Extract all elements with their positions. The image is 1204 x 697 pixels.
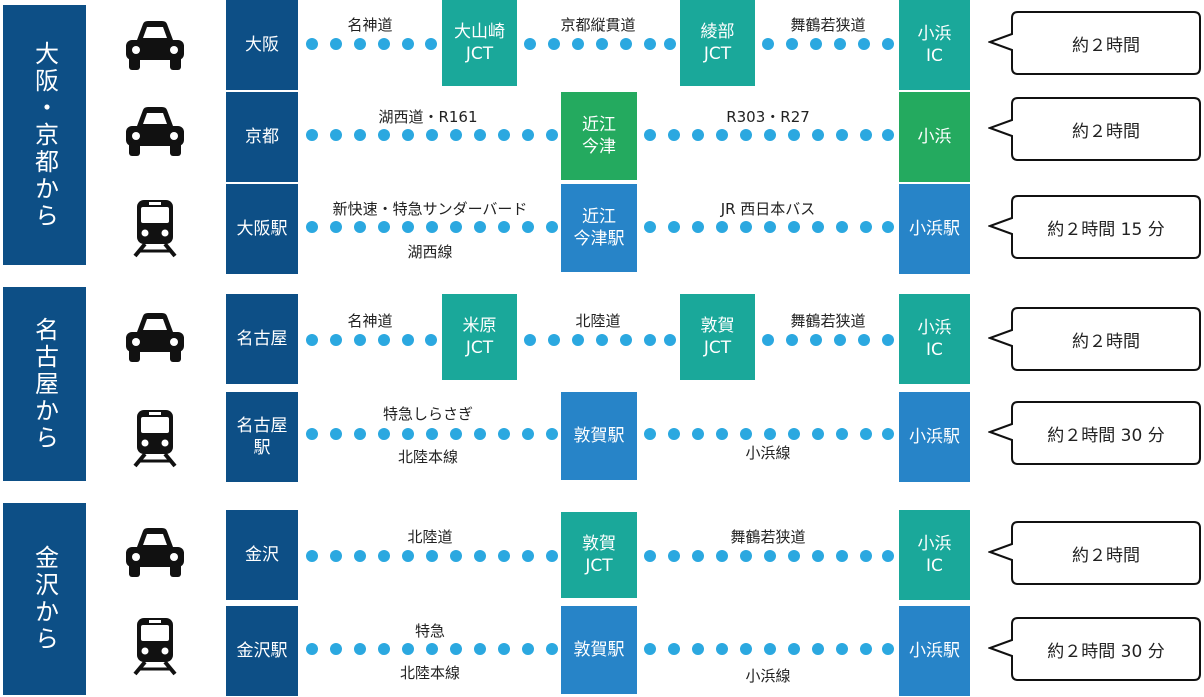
car-icon (126, 313, 184, 362)
junction-tsuruga: 敦賀 JCT (561, 512, 637, 598)
station-tsuruga: 敦賀駅 (561, 606, 637, 694)
travel-time: 約２時間 (1072, 331, 1140, 352)
travel-time: 約２時間 15 分 (1047, 219, 1165, 240)
travel-time: 約２時間 30 分 (1047, 641, 1165, 662)
station-tsuruga: 敦賀駅 (561, 392, 637, 480)
time-bubble: 約２時間 (988, 306, 1202, 372)
segment-label: 名神道 (347, 312, 393, 330)
route-dots (306, 221, 894, 233)
segment-label: JR 西日本バス (720, 200, 816, 218)
train-icon (133, 616, 177, 676)
junction-tsuruga: 敦賀 JCT (680, 294, 755, 380)
time-bubble: 約２時間 (988, 520, 1202, 586)
origin-nagoya-station: 名古屋 駅 (226, 392, 298, 482)
segment-label: 舞鶴若狭道 (790, 16, 866, 34)
segment-label: 北陸本線 (399, 664, 461, 682)
junction-omi-imazu: 近江 今津 (561, 92, 637, 180)
junction-maibara: 米原 JCT (442, 294, 517, 380)
segment-label: 舞鶴若狭道 (730, 528, 806, 546)
car-icon (126, 107, 184, 156)
time-bubble: 約２時間 (988, 96, 1202, 162)
time-bubble: 約２時間 15 分 (988, 194, 1202, 260)
dest-obama-ic: 小浜 IC (899, 294, 970, 384)
segment-label: 北陸道 (407, 528, 453, 546)
dest-obama-station: 小浜駅 (899, 184, 970, 274)
travel-time: 約２時間 (1072, 545, 1140, 566)
segment-label: 特急しらさぎ (382, 405, 474, 423)
train-icon (133, 198, 177, 258)
origin-kyoto: 京都 (226, 92, 298, 182)
dest-obama-station: 小浜駅 (899, 392, 970, 482)
time-bubble: 約２時間 30 分 (988, 400, 1202, 466)
travel-time: 約２時間 30 分 (1047, 425, 1165, 446)
segment-label: R303・R27 (726, 108, 810, 126)
segment-label: 名神道 (347, 16, 393, 34)
origin-osaka: 大阪 (226, 0, 298, 90)
origin-kanazawa: 金沢 (226, 510, 298, 600)
segment-label: 湖西線 (407, 243, 453, 261)
segment-label: 小浜線 (745, 444, 791, 462)
car-icon (126, 528, 184, 577)
car-icon (126, 21, 184, 70)
dest-obama-ic: 小浜 IC (899, 0, 970, 90)
section-kanazawa: 金沢から (3, 503, 86, 695)
route-dots (306, 428, 894, 440)
origin-nagoya: 名古屋 (226, 294, 298, 384)
section-label: 金沢から (30, 545, 59, 653)
time-bubble: 約２時間 30 分 (988, 616, 1202, 682)
travel-time: 約２時間 (1072, 121, 1140, 142)
section-nagoya: 名古屋から (3, 287, 86, 481)
train-icon (133, 408, 177, 468)
junction-oyamazaki: 大山崎 JCT (442, 0, 517, 86)
segment-label: 特急 (414, 622, 446, 640)
origin-kanazawa-station: 金沢駅 (226, 606, 298, 696)
segment-label: 京都縦貫道 (560, 16, 636, 34)
section-label: 大阪・京都から (30, 40, 59, 230)
travel-time: 約２時間 (1072, 35, 1140, 56)
dest-obama: 小浜 (899, 92, 970, 182)
origin-osaka-station: 大阪駅 (226, 184, 298, 274)
segment-label: 北陸本線 (397, 448, 459, 466)
segment-label: 舞鶴若狭道 (790, 312, 866, 330)
route-dots (306, 643, 894, 655)
segment-label: 小浜線 (745, 667, 791, 685)
route-dots (306, 129, 894, 141)
segment-label: 北陸道 (575, 312, 621, 330)
time-bubble: 約２時間 (988, 10, 1202, 76)
dest-obama-ic: 小浜 IC (899, 510, 970, 600)
section-osaka-kyoto: 大阪・京都から (3, 5, 86, 265)
junction-ayabe: 綾部 JCT (680, 0, 755, 86)
section-label: 名古屋から (30, 316, 59, 452)
dest-obama-station: 小浜駅 (899, 606, 970, 696)
route-dots (306, 550, 894, 562)
route-dots (306, 334, 894, 346)
station-omi-imazu: 近江 今津駅 (561, 184, 637, 272)
route-dots (306, 38, 894, 50)
segment-label: 新快速・特急サンダーバード (332, 200, 528, 218)
segment-label: 湖西道・R161 (378, 108, 478, 126)
